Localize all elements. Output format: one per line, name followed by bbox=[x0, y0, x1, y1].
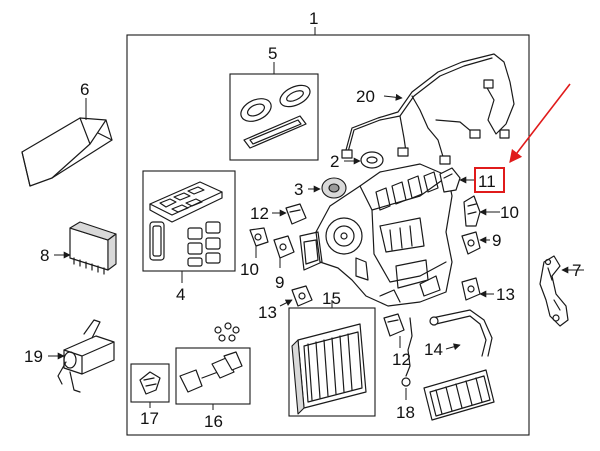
part-13-motor-right bbox=[461, 277, 494, 301]
part-10-actuator-right bbox=[463, 195, 500, 227]
callout-1: 1 bbox=[309, 9, 318, 28]
callout-9-right: 9 bbox=[492, 231, 501, 250]
callout-17: 17 bbox=[140, 409, 159, 428]
callout-2: 2 bbox=[330, 152, 339, 171]
part-9-servo-left bbox=[273, 235, 295, 268]
part-8-module bbox=[54, 221, 117, 275]
callout-3: 3 bbox=[294, 180, 303, 199]
callout-20: 20 bbox=[356, 87, 375, 106]
part-2-cap bbox=[344, 151, 384, 169]
red-pointer-arrow bbox=[509, 83, 571, 164]
callout-5: 5 bbox=[268, 44, 277, 63]
part-15-evaporator bbox=[288, 300, 376, 417]
hvac-housing bbox=[299, 163, 453, 307]
callout-6: 6 bbox=[80, 80, 89, 99]
callout-10-right: 10 bbox=[500, 203, 519, 222]
callout-14: 14 bbox=[424, 340, 443, 359]
part-16-kit bbox=[175, 322, 251, 410]
part-12-actuator-left bbox=[272, 203, 307, 225]
callout-11: 11 bbox=[478, 172, 496, 191]
highlight-box-11 bbox=[474, 167, 505, 193]
callout-15: 15 bbox=[322, 289, 341, 308]
callout-9-left: 9 bbox=[275, 273, 284, 292]
part-17-clip bbox=[130, 363, 170, 408]
callout-4: 4 bbox=[176, 285, 185, 304]
callout-13-left: 13 bbox=[258, 303, 277, 322]
callout-13-right: 13 bbox=[496, 285, 515, 304]
part-13-motor-left bbox=[279, 285, 313, 307]
part-11-actuator bbox=[439, 167, 474, 193]
callout-18: 18 bbox=[396, 403, 415, 422]
callout-12-bottom: 12 bbox=[392, 350, 411, 369]
callout-19: 19 bbox=[24, 347, 43, 366]
part-20-harness bbox=[341, 53, 515, 165]
part-7-bracket bbox=[539, 255, 584, 327]
main-assembly-frame bbox=[126, 34, 530, 436]
part-12-sensor-bottom bbox=[383, 313, 405, 348]
part-5-seals bbox=[229, 62, 319, 161]
callout-8: 8 bbox=[40, 246, 49, 265]
part-14-heater-core bbox=[423, 309, 495, 421]
part-9-servo-right bbox=[461, 231, 490, 255]
part-19-sensor bbox=[48, 319, 115, 393]
callout-10-left: 10 bbox=[240, 260, 259, 279]
callout-7: 7 bbox=[572, 261, 581, 280]
part-10-actuator-left bbox=[249, 227, 269, 258]
part-4-door-kit bbox=[142, 170, 236, 283]
part-3-gear bbox=[308, 177, 347, 199]
callout-16: 16 bbox=[204, 412, 223, 431]
part-6-duct bbox=[21, 98, 113, 187]
callout-12-left: 12 bbox=[250, 204, 269, 223]
part-18-sensor bbox=[401, 317, 413, 400]
